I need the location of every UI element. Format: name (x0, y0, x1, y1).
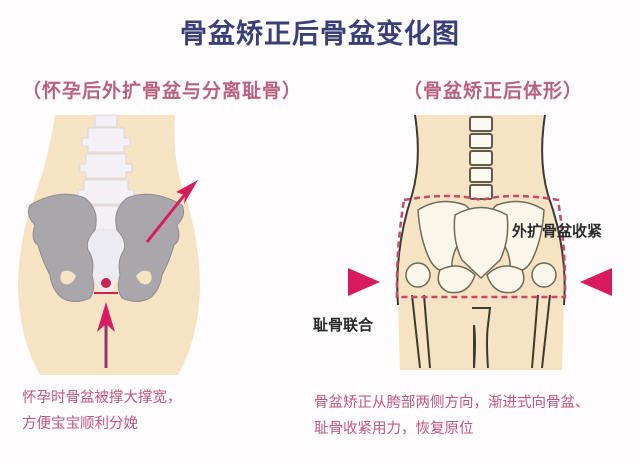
dashed-pelvis-boundary (395, 194, 567, 299)
right-obturator (136, 270, 152, 285)
right-caption-line-1: 骨盆矫正从胯部两侧方向，渐进式向骨盆、 (314, 395, 590, 411)
spine-icon (469, 116, 493, 200)
corrected-pelvis-illustration (348, 114, 612, 370)
left-caption: 怀孕时骨盆被撑大撑宽， 方便宝宝顺利分娩 (22, 385, 182, 437)
left-caption-line-1: 怀孕时骨盆被撑大撑宽， (22, 390, 182, 406)
pregnant-pelvis-illustration (18, 114, 200, 375)
left-caption-line-2: 方便宝宝顺利分娩 (22, 416, 138, 432)
right-caption-line-2: 耻骨收紧用力，恢复原位 (314, 421, 474, 437)
pelvis-bones (405, 200, 557, 294)
upward-arrow-icon (97, 302, 115, 368)
outward-arrow-icon (145, 180, 198, 243)
label-pelvis-tightened: 外扩骨盆收紧 (512, 222, 603, 240)
diagram-title: 骨盆矫正后骨盆变化图 (180, 19, 460, 50)
right-hip-bone (115, 193, 185, 302)
pubic-dot (101, 278, 111, 288)
left-hip-bone (27, 193, 97, 302)
sacrum (78, 230, 134, 295)
left-pointing-triangle-icon (580, 268, 612, 296)
leg-bones (411, 294, 551, 369)
left-subtitle: （怀孕后外扩骨盆与分离耻骨） (22, 80, 303, 102)
left-obturator (60, 270, 76, 285)
label-pubic-symphysis: 耻骨联合 (313, 316, 374, 334)
right-caption: 骨盆矫正从胯部两侧方向，渐进式向骨盆、 耻骨收紧用力，恢复原位 (314, 390, 590, 442)
right-subtitle: （骨盆矫正后体形） (403, 80, 584, 102)
right-pointing-triangle-icon (348, 268, 380, 296)
